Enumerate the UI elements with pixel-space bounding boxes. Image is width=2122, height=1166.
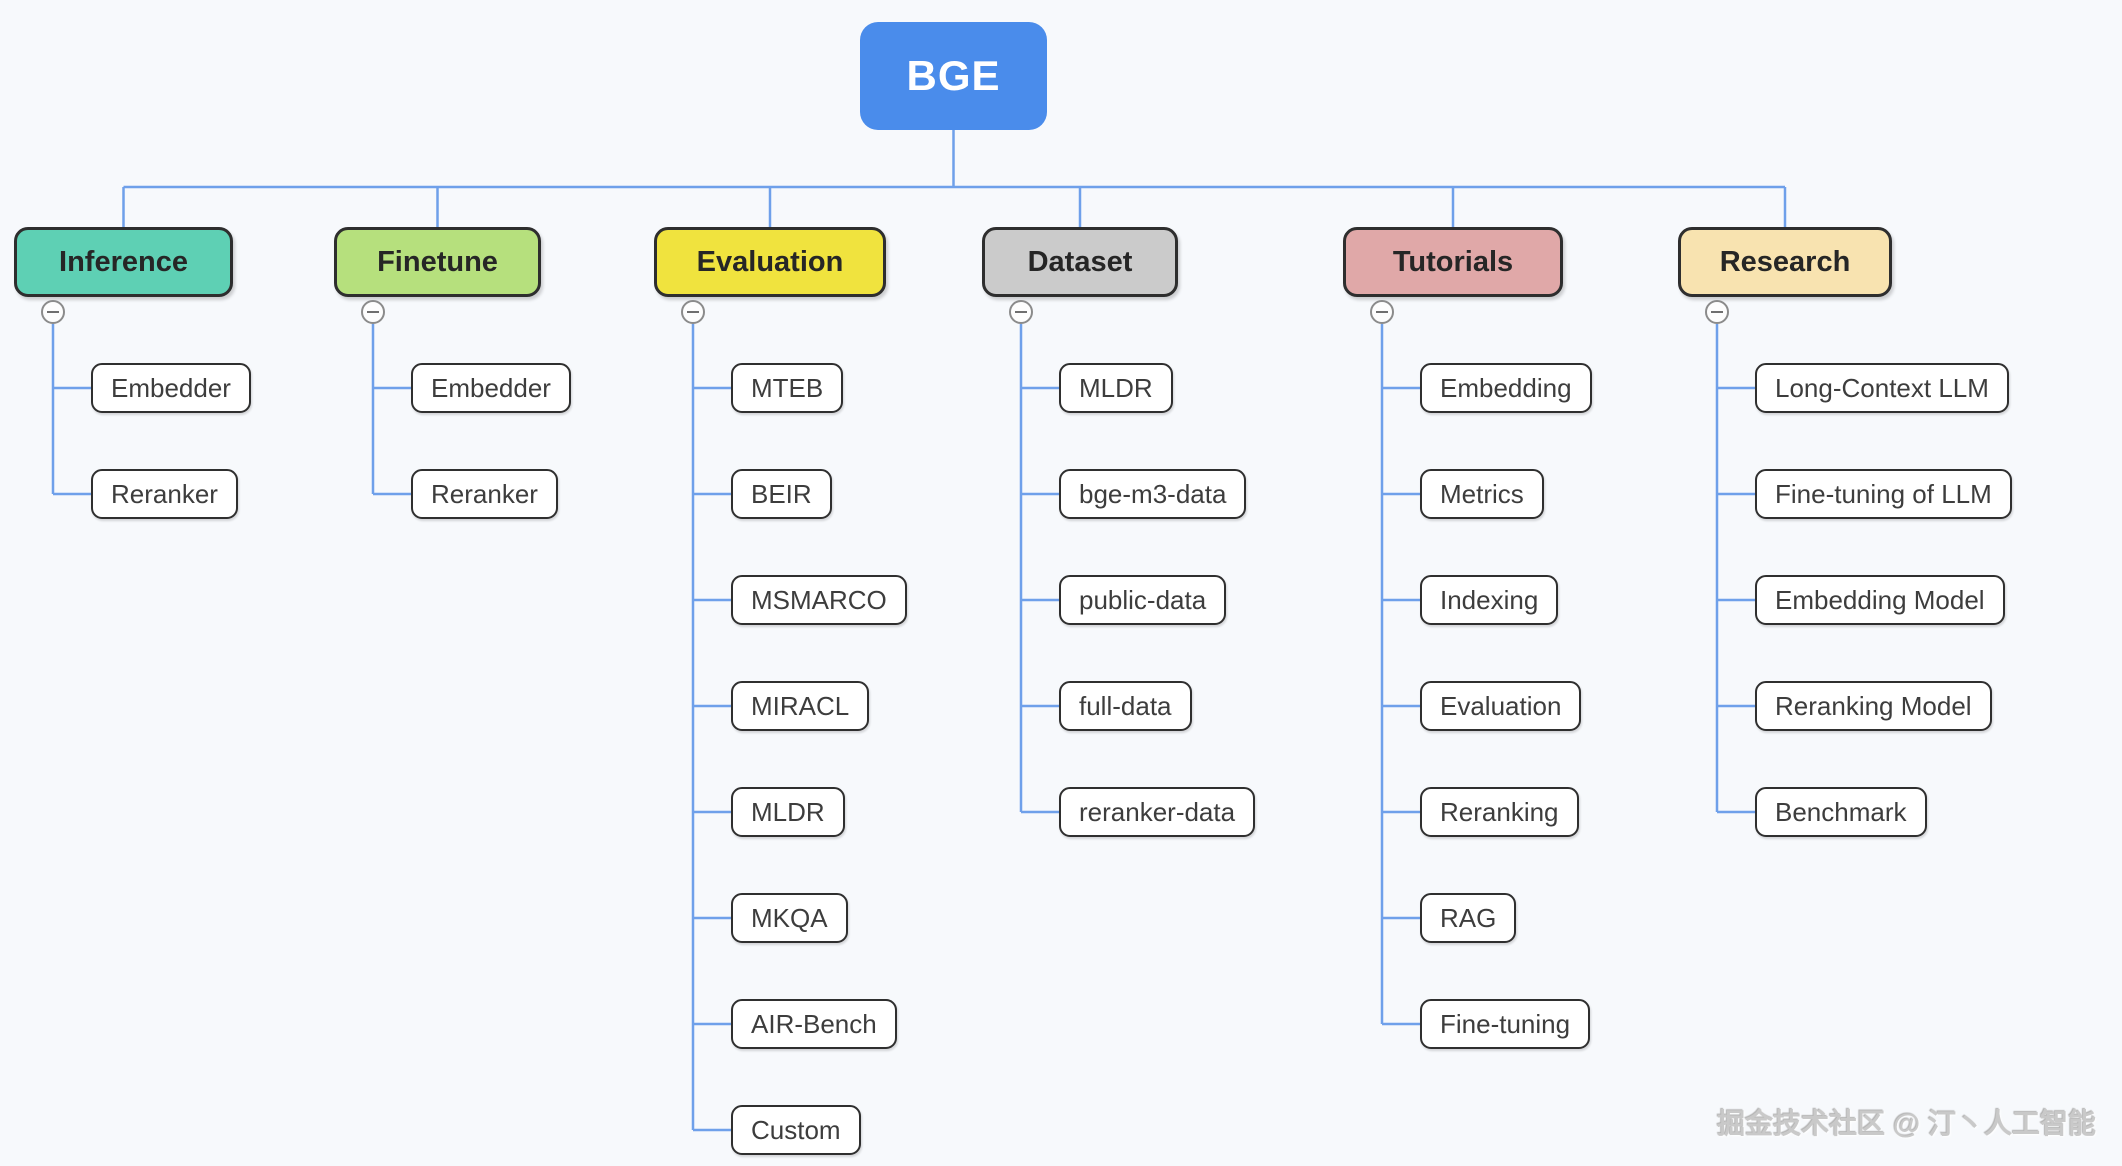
child-node-long-context-llm[interactable]: Long-Context LLM bbox=[1755, 363, 2009, 413]
collapse-minus-icon[interactable] bbox=[1009, 300, 1033, 324]
child-node-reranking[interactable]: Reranking bbox=[1420, 787, 1579, 837]
branch-node-dataset[interactable]: Dataset bbox=[982, 227, 1178, 297]
child-node-reranker-data[interactable]: reranker-data bbox=[1059, 787, 1256, 837]
branch-node-finetune[interactable]: Finetune bbox=[334, 227, 541, 297]
child-node-bge-m3-data[interactable]: bge-m3-data bbox=[1059, 469, 1247, 519]
child-node-custom[interactable]: Custom bbox=[731, 1105, 861, 1155]
child-node-mldr[interactable]: MLDR bbox=[731, 787, 845, 837]
child-node-public-data[interactable]: public-data bbox=[1059, 575, 1227, 625]
branch-node-inference[interactable]: Inference bbox=[14, 227, 233, 297]
child-node-embedder[interactable]: Embedder bbox=[411, 363, 571, 413]
child-node-mteb[interactable]: MTEB bbox=[731, 363, 844, 413]
child-node-indexing[interactable]: Indexing bbox=[1420, 575, 1559, 625]
collapse-minus-icon[interactable] bbox=[361, 300, 385, 324]
child-node-miracl[interactable]: MIRACL bbox=[731, 681, 870, 731]
branch-node-research[interactable]: Research bbox=[1678, 227, 1892, 297]
child-node-mkqa[interactable]: MKQA bbox=[731, 893, 848, 943]
collapse-minus-icon[interactable] bbox=[41, 300, 65, 324]
child-node-evaluation[interactable]: Evaluation bbox=[1420, 681, 1582, 731]
branch-node-evaluation[interactable]: Evaluation bbox=[654, 227, 886, 297]
child-node-embedding[interactable]: Embedding bbox=[1420, 363, 1592, 413]
collapse-minus-icon[interactable] bbox=[1705, 300, 1729, 324]
child-node-full-data[interactable]: full-data bbox=[1059, 681, 1192, 731]
child-node-reranking-model[interactable]: Reranking Model bbox=[1755, 681, 1992, 731]
child-node-embedder[interactable]: Embedder bbox=[91, 363, 251, 413]
collapse-minus-icon[interactable] bbox=[1370, 300, 1394, 324]
branch-node-tutorials[interactable]: Tutorials bbox=[1343, 227, 1563, 297]
root-node-bge[interactable]: BGE bbox=[860, 22, 1047, 130]
child-node-air-bench[interactable]: AIR-Bench bbox=[731, 999, 897, 1049]
child-node-mldr[interactable]: MLDR bbox=[1059, 363, 1173, 413]
child-node-embedding-model[interactable]: Embedding Model bbox=[1755, 575, 2005, 625]
child-node-beir[interactable]: BEIR bbox=[731, 469, 832, 519]
child-node-reranker[interactable]: Reranker bbox=[91, 469, 238, 519]
child-node-metrics[interactable]: Metrics bbox=[1420, 469, 1544, 519]
child-node-fine-tuning[interactable]: Fine-tuning bbox=[1420, 999, 1591, 1049]
child-node-fine-tuning-of-llm[interactable]: Fine-tuning of LLM bbox=[1755, 469, 2012, 519]
child-node-reranker[interactable]: Reranker bbox=[411, 469, 558, 519]
child-node-msmarco[interactable]: MSMARCO bbox=[731, 575, 907, 625]
child-node-benchmark[interactable]: Benchmark bbox=[1755, 787, 1927, 837]
collapse-minus-icon[interactable] bbox=[681, 300, 705, 324]
child-node-rag[interactable]: RAG bbox=[1420, 893, 1517, 943]
watermark: 掘金技术社区 @ 汀丶人工智能 bbox=[1717, 1108, 2096, 1139]
